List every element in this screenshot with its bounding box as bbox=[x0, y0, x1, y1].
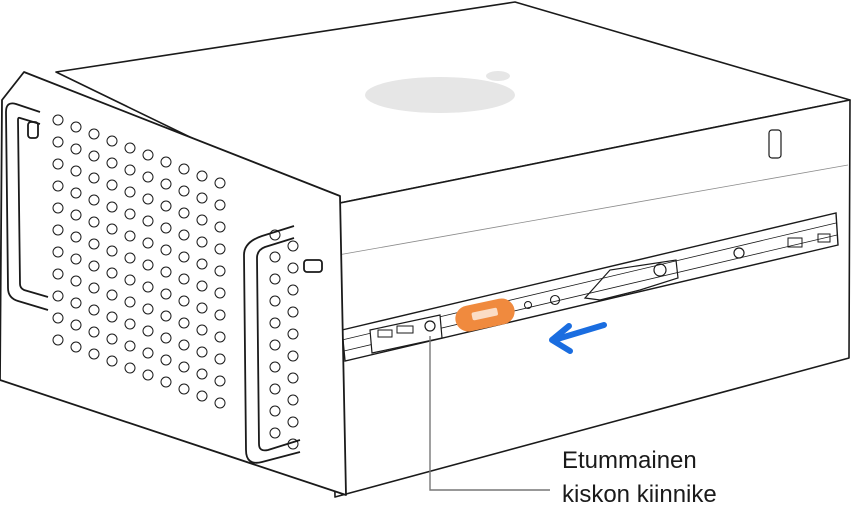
front-vent-grid bbox=[52, 114, 299, 450]
right-handle bbox=[243, 225, 323, 464]
front-rail-bracket bbox=[369, 314, 443, 354]
apple-logo-icon bbox=[365, 71, 515, 113]
front-panel bbox=[0, 71, 347, 496]
rail-latch-icon bbox=[455, 298, 515, 332]
callout-line-1: Etummainen bbox=[562, 447, 697, 474]
side-slot bbox=[768, 129, 782, 159]
callout-label: Etummainen kiskon kiinnike bbox=[562, 444, 852, 512]
callout-leader-line bbox=[429, 336, 550, 491]
left-handle bbox=[5, 102, 49, 311]
callout-line-2: kiskon kiinnike bbox=[562, 481, 717, 508]
arrow-left-icon bbox=[549, 322, 607, 354]
